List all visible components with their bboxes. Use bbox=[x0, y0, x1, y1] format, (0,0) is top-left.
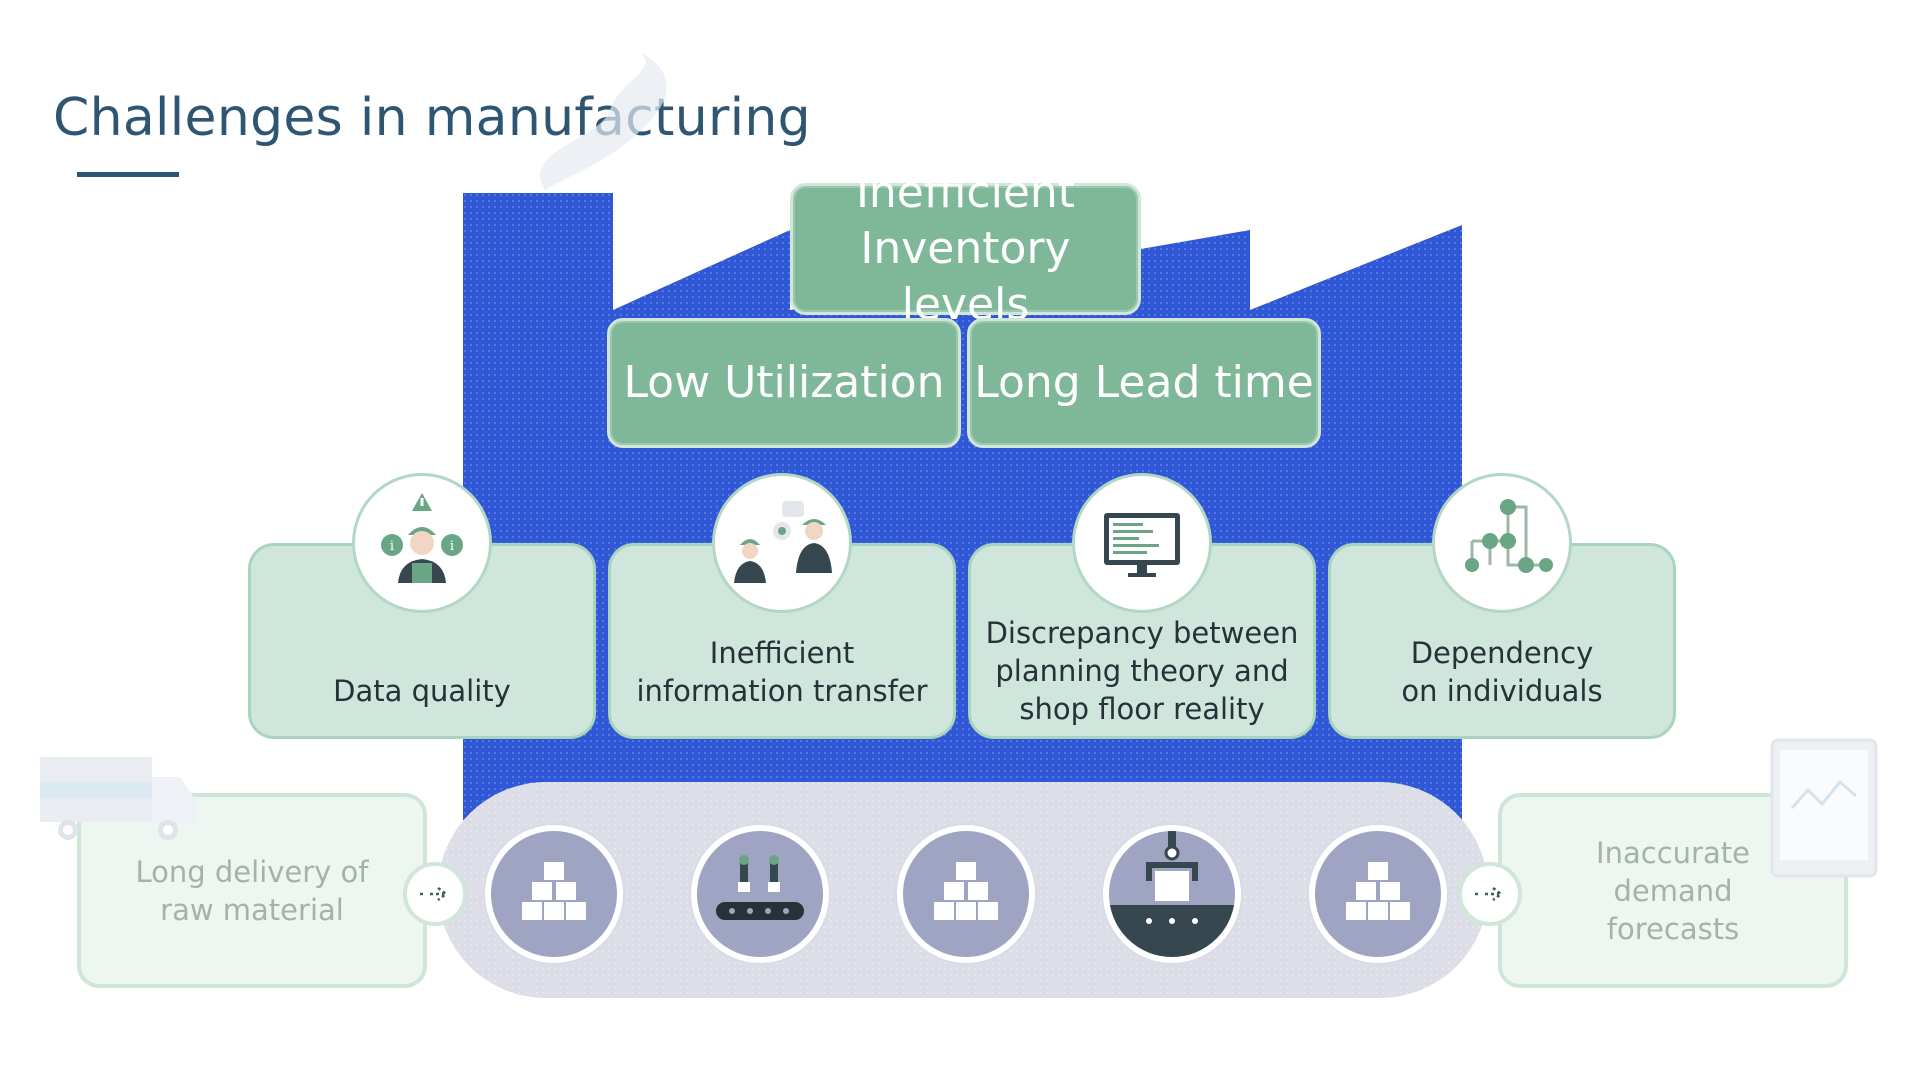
page-title: Challenges in manufacturing bbox=[53, 88, 811, 148]
hierarchy-tree-icon bbox=[1432, 473, 1572, 613]
gripper-conveyor-icon bbox=[1103, 825, 1241, 963]
svg-text:i: i bbox=[450, 539, 454, 554]
outcome-utilization-label: Low Utilization bbox=[623, 357, 945, 408]
outcome-lead-time-box: Long Lead time bbox=[967, 318, 1321, 448]
title-underline bbox=[77, 172, 179, 177]
outcome-lead-time-label: Long Lead time bbox=[974, 357, 1314, 408]
svg-text:i: i bbox=[390, 539, 394, 554]
outcome-inventory-label: Inefficient Inventory levels bbox=[855, 167, 1076, 330]
external-label-left: Long delivery of raw material bbox=[135, 854, 369, 927]
arrow-right-icon bbox=[420, 887, 449, 901]
outcome-utilization-box: Low Utilization bbox=[607, 318, 961, 448]
boxes-icon bbox=[1309, 825, 1447, 963]
smoke-icon bbox=[540, 52, 667, 190]
monitor-plan-icon bbox=[1072, 473, 1212, 613]
external-label-right: Inaccurate demand forecasts bbox=[1596, 835, 1750, 946]
boxes-icon bbox=[897, 825, 1035, 963]
workers-communication-icon bbox=[712, 473, 852, 613]
worker-alert-icon: i i bbox=[352, 473, 492, 613]
arrow-right-icon bbox=[1475, 887, 1504, 901]
outcome-inventory-box: Inefficient Inventory levels bbox=[790, 167, 1141, 330]
flow-arrow-left bbox=[403, 862, 467, 926]
boxes-icon bbox=[485, 825, 623, 963]
challenge-label: Data quality bbox=[333, 674, 511, 708]
robot-arms-conveyor-icon bbox=[691, 825, 829, 963]
challenge-label: Discrepancy between planning theory and … bbox=[985, 616, 1299, 726]
challenge-label: Inefficient information transfer bbox=[636, 636, 928, 708]
external-card-raw-material: Long delivery of raw material bbox=[77, 793, 427, 988]
truck-icon bbox=[40, 757, 198, 840]
challenge-label: Dependency on individuals bbox=[1401, 636, 1603, 708]
tablet-chart-icon bbox=[1770, 738, 1878, 878]
flow-arrow-right bbox=[1458, 862, 1522, 926]
